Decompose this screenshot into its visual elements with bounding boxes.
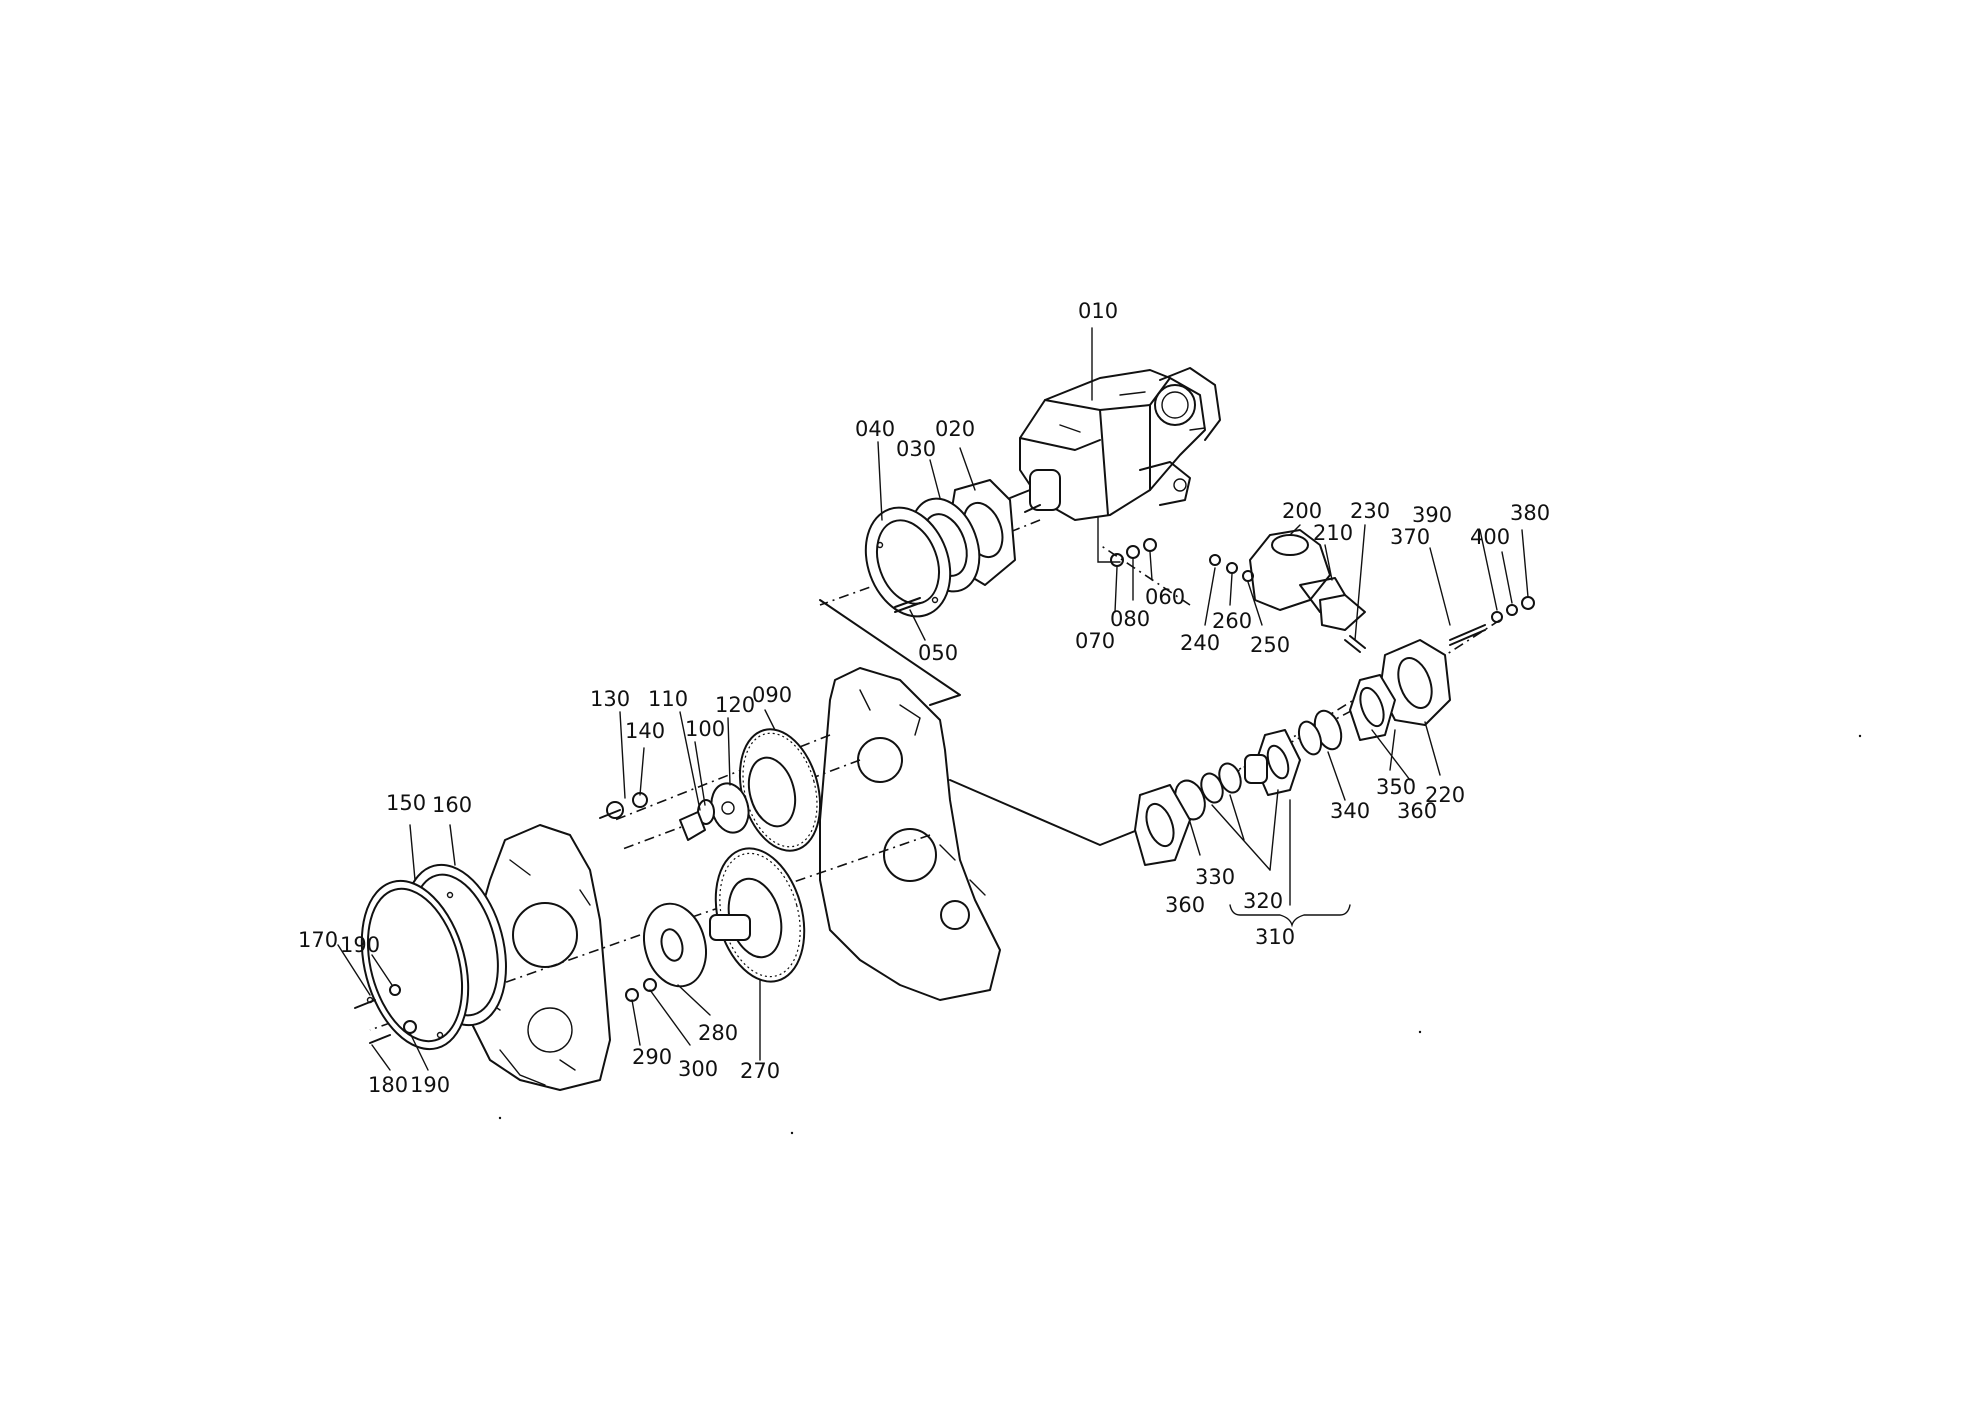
label-150: 150 <box>386 791 426 815</box>
label-360-left: 360 <box>1165 893 1205 917</box>
label-160: 160 <box>432 793 472 817</box>
crank-gear <box>625 847 806 1002</box>
drive-housing-stack <box>1134 596 1535 866</box>
label-070: 070 <box>1075 629 1115 653</box>
part-number-labels: 010 040 030 020 050 060 080 070 200 210 … <box>298 299 1550 1097</box>
idler-gear <box>599 728 822 852</box>
label-170: 170 <box>298 928 338 952</box>
label-320: 320 <box>1243 889 1283 913</box>
label-210: 210 <box>1313 521 1353 545</box>
label-130: 130 <box>590 687 630 711</box>
label-140: 140 <box>625 719 665 743</box>
label-300: 300 <box>678 1057 718 1081</box>
label-270: 270 <box>740 1059 780 1083</box>
injection-pump <box>1009 367 1221 521</box>
leader-lines <box>337 327 1529 1071</box>
label-360-right: 360 <box>1397 799 1437 823</box>
label-330: 330 <box>1195 865 1235 889</box>
label-370: 370 <box>1390 525 1430 549</box>
label-080: 080 <box>1110 607 1150 631</box>
label-030: 030 <box>896 437 936 461</box>
label-220: 220 <box>1425 783 1465 807</box>
label-010: 010 <box>1078 299 1118 323</box>
label-020: 020 <box>935 417 975 441</box>
label-390: 390 <box>1412 503 1452 527</box>
label-310: 310 <box>1255 925 1295 949</box>
label-250: 250 <box>1250 633 1290 657</box>
label-230: 230 <box>1350 499 1390 523</box>
label-040: 040 <box>855 417 895 441</box>
label-060: 060 <box>1145 585 1185 609</box>
label-380: 380 <box>1510 501 1550 525</box>
feed-pump <box>1209 529 1366 653</box>
label-340: 340 <box>1330 799 1370 823</box>
label-260: 260 <box>1212 609 1252 633</box>
label-180: 180 <box>368 1073 408 1097</box>
pump-flange-plates <box>864 479 1016 618</box>
label-190-lower: 190 <box>410 1073 450 1097</box>
front-cover-plates <box>354 863 507 1051</box>
label-110: 110 <box>648 687 688 711</box>
gear-case <box>819 667 1001 1001</box>
label-120: 120 <box>715 693 755 717</box>
label-400: 400 <box>1470 525 1510 549</box>
label-090: 090 <box>752 683 792 707</box>
label-240: 240 <box>1180 631 1220 655</box>
label-190-upper: 190 <box>340 933 380 957</box>
label-280: 280 <box>698 1021 738 1045</box>
label-050: 050 <box>918 641 958 665</box>
label-290: 290 <box>632 1045 672 1069</box>
label-100: 100 <box>685 717 725 741</box>
label-200: 200 <box>1282 499 1322 523</box>
label-350: 350 <box>1376 775 1416 799</box>
scan-specks <box>498 734 1862 1135</box>
engine-block <box>469 824 611 1091</box>
